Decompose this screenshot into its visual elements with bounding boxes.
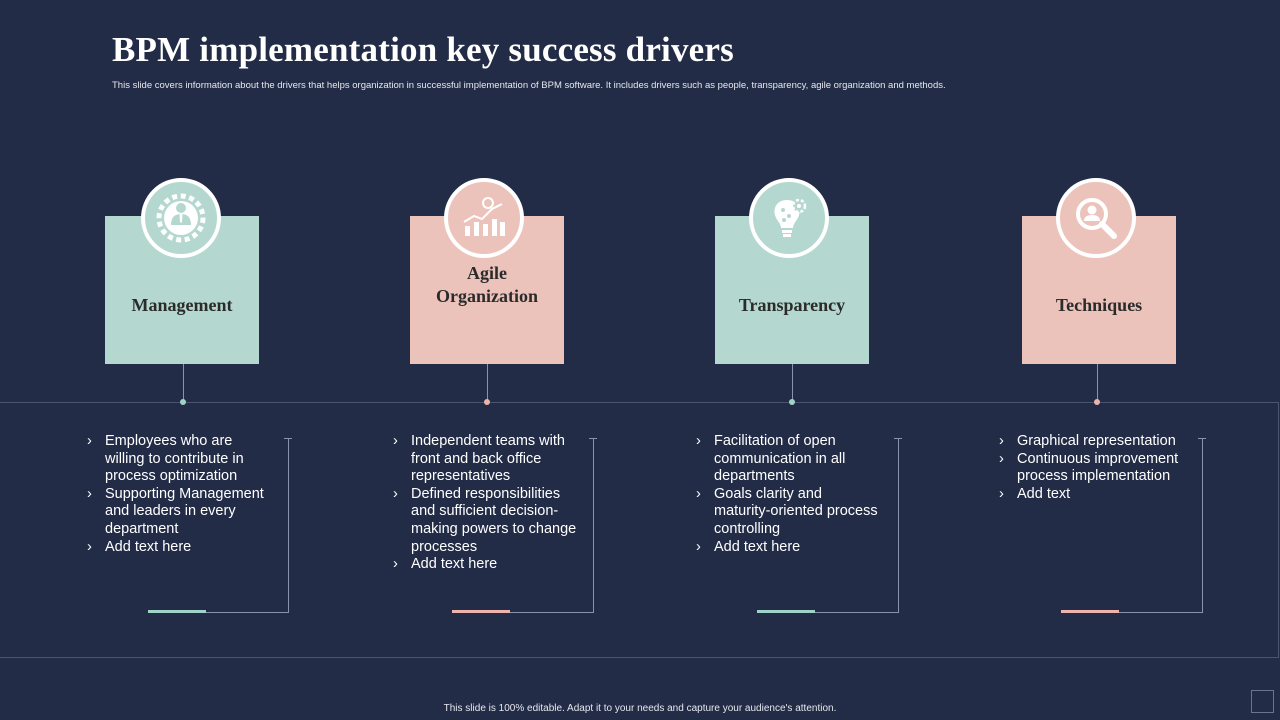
accent-bar <box>452 610 510 613</box>
driver-bullets-transparency: Facilitation of open communication in al… <box>696 433 881 556</box>
bullet-item: Add text here <box>393 556 578 574</box>
bullet-item: Goals clarity and maturity-oriented proc… <box>696 486 881 539</box>
bullet-item: Defined responsibilities and sufficient … <box>393 486 578 556</box>
bracket-line <box>1202 438 1203 613</box>
slide-title: BPM implementation key success drivers <box>112 30 734 69</box>
connector-line <box>792 364 793 402</box>
bullet-item: Employees who are willing to contribute … <box>87 433 272 486</box>
bullet-item: Add text here <box>696 539 881 557</box>
driver-label: Transparency <box>738 294 846 315</box>
bracket-base <box>757 612 899 613</box>
search-user-icon <box>1056 178 1136 258</box>
driver-label: Agile Organization <box>436 263 538 306</box>
bullet-item: Add text <box>999 486 1184 504</box>
driver-card-agile-organization: Agile Organization <box>410 216 564 364</box>
connector-dot <box>484 399 490 405</box>
connector-dot <box>1094 399 1100 405</box>
bracket-line <box>593 438 594 613</box>
connector-dot <box>789 399 795 405</box>
lightbulb-gear-icon <box>749 178 829 258</box>
bullet-item: Graphical representation <box>999 433 1184 451</box>
connector-line <box>487 364 488 402</box>
slide-subtitle: This slide covers information about the … <box>112 80 946 91</box>
accent-bar <box>1061 610 1119 613</box>
bullet-item: Supporting Management and leaders in eve… <box>87 486 272 539</box>
driver-bullets-techniques: Graphical representation Continuous impr… <box>999 433 1184 503</box>
connector-dot <box>180 399 186 405</box>
accent-bar <box>148 610 206 613</box>
driver-label: Management <box>131 294 233 315</box>
bracket-base <box>452 612 594 613</box>
driver-label: Techniques <box>1055 294 1143 315</box>
driver-bullets-management: Employees who are willing to contribute … <box>87 433 272 556</box>
connector-line <box>183 364 184 402</box>
bullet-item: Continuous improvement process implement… <box>999 451 1184 486</box>
bullet-item: Facilitation of open communication in al… <box>696 433 881 486</box>
bullet-item: Independent teams with front and back of… <box>393 433 578 486</box>
accent-bar <box>757 610 815 613</box>
details-panel-frame <box>0 402 1279 658</box>
manager-gear-icon <box>141 178 221 258</box>
bullet-item: Add text here <box>87 539 272 557</box>
corner-square <box>1251 690 1274 713</box>
bracket-line <box>288 438 289 613</box>
slide-footer: This slide is 100% editable. Adapt it to… <box>443 703 837 714</box>
bracket-base <box>1061 612 1203 613</box>
driver-bullets-agile-organization: Independent teams with front and back of… <box>393 433 578 574</box>
growth-chart-people-icon <box>444 178 524 258</box>
bracket-line <box>898 438 899 613</box>
bracket-base <box>148 612 289 613</box>
connector-line <box>1097 364 1098 402</box>
